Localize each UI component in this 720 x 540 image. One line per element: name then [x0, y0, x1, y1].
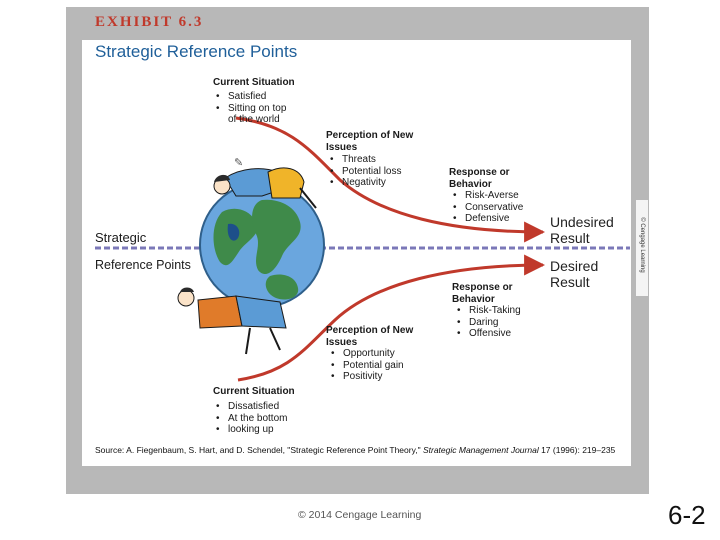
lower-arrow-curve	[237, 254, 546, 382]
bottom-response-heading: Response or Behavior	[452, 282, 513, 305]
heading-line: Perception of New	[326, 325, 414, 336]
exhibit-panel	[82, 40, 631, 466]
result-line: Result	[550, 274, 590, 290]
bottom-perception-heading: Perception of New Issues	[326, 325, 413, 348]
result-line: Result	[550, 230, 590, 246]
bottom-current-heading: Current Situation	[213, 386, 295, 397]
heading-line: Perception of New	[326, 130, 414, 141]
source-suffix: 17 (1996): 219–235	[538, 445, 616, 455]
list-item: Defensive	[451, 213, 523, 225]
diagram-title: Strategic Reference Points	[95, 42, 298, 61]
list-item: At the bottom	[214, 413, 287, 425]
list-item: of the world	[228, 114, 280, 125]
heading-line: Response or	[449, 167, 510, 178]
top-response-heading: Response or Behavior	[449, 167, 510, 190]
heading-line: Issues	[326, 141, 358, 153]
list-item: Negativity	[328, 177, 401, 189]
satisfied-person-icon: ✎	[213, 157, 317, 209]
heading-line: Issues	[326, 336, 358, 348]
list-item: Risk-Taking	[455, 305, 521, 317]
list-item: Satisfied	[214, 91, 286, 103]
exhibit-number: 6.3	[178, 14, 204, 30]
desired-result: Desired Result	[550, 258, 598, 290]
bottom-response-list: Risk-Taking Daring Offensive	[455, 305, 521, 340]
result-line: Desired	[550, 258, 599, 274]
svg-text:✎: ✎	[234, 157, 243, 169]
bottom-perception-list: Opportunity Potential gain Positivity	[329, 348, 404, 383]
source-prefix: Source: A. Fiegenbaum, S. Hart, and D. S…	[95, 445, 423, 455]
list-item: Sitting on top	[214, 103, 286, 115]
list-item: Dissatisfied	[214, 401, 287, 413]
list-item: Offensive	[455, 328, 521, 340]
side-credit-strip: © Cengage Learning	[636, 200, 648, 296]
result-line: Undesired	[550, 214, 614, 230]
footer-copyright: © 2014 Cengage Learning	[298, 509, 422, 521]
side-credit: © Cengage Learning	[639, 217, 645, 273]
dissatisfied-person-icon	[177, 287, 287, 355]
strategic-label: Strategic	[95, 230, 147, 245]
heading-line: Behavior	[449, 178, 492, 190]
exhibit-word: EXHIBIT	[95, 14, 173, 30]
bottom-current-list: Dissatisfied At the bottom looking up	[214, 401, 287, 436]
list-item: looking up	[214, 424, 287, 436]
top-perception-heading: Perception of New Issues	[326, 130, 413, 153]
list-item: Potential gain	[329, 360, 404, 372]
list-item: Positivity	[329, 371, 404, 383]
top-perception-list: Threats Potential loss Negativity	[328, 154, 401, 189]
source-journal: Strategic Management Journal	[422, 445, 539, 455]
globe-icon	[199, 182, 325, 308]
top-current-heading: Current Situation	[213, 77, 295, 88]
top-current-list: Satisfied Sitting on top of the world	[214, 91, 286, 126]
list-item: Conservative	[451, 202, 523, 214]
list-item: Potential loss	[328, 166, 401, 178]
exhibit-label: EXHIBIT 6.3	[95, 14, 203, 31]
list-item: Risk-Averse	[451, 190, 523, 202]
reference-points-label: Reference Points	[95, 258, 191, 272]
top-response-list: Risk-Averse Conservative Defensive	[451, 190, 523, 225]
list-item: Daring	[455, 317, 521, 329]
heading-line: Response or	[452, 282, 513, 293]
slide-number: 6-2	[668, 500, 706, 530]
undesired-result: Undesired Result	[550, 214, 614, 246]
source-citation: Source: A. Fiegenbaum, S. Hart, and D. S…	[95, 445, 615, 455]
heading-line: Behavior	[452, 293, 495, 305]
list-item: Opportunity	[329, 348, 404, 360]
list-item: Threats	[328, 154, 401, 166]
